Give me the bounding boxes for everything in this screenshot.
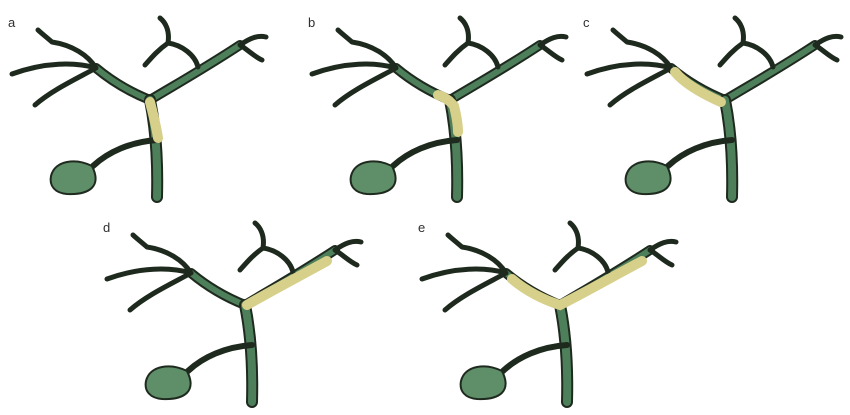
panel-d: d [95,205,395,415]
biliary-diagram-d [95,205,395,415]
left-branches [12,30,96,105]
panel-b: b [300,0,600,210]
panel-a: a [0,0,300,210]
right-branches [145,18,266,67]
biliary-diagram-c [575,0,850,210]
cystic-duct [93,140,157,166]
highlight-region [512,261,642,305]
biliary-tree [12,18,266,197]
gallbladder [51,161,96,194]
biliary-tree [107,223,361,402]
panel-c: c [575,0,850,210]
panel-e: e [410,205,710,415]
highlight-region [247,261,327,305]
biliary-tree [312,18,566,197]
highlight-region [675,72,721,102]
biliary-diagram-e [410,205,710,415]
biliary-tree [422,223,676,402]
biliary-tree [587,18,841,197]
biliary-diagram-a [0,0,300,210]
biliary-tree-figure: a b [0,0,850,400]
biliary-diagram-b [300,0,600,210]
